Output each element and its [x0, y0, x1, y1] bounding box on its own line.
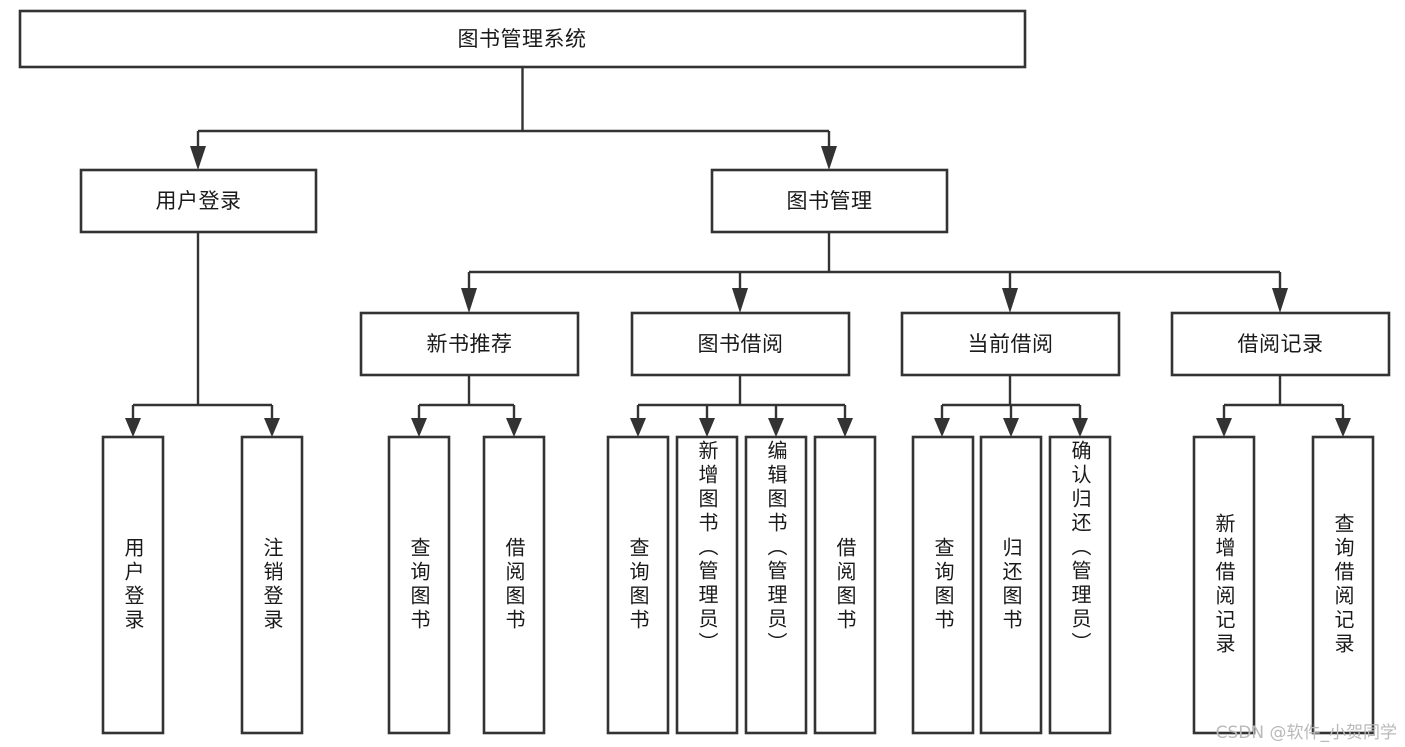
- node-leaf-add-record-text-holder: 新增借阅记录: [1212, 513, 1236, 657]
- arrow-head-to-records: [1272, 288, 1288, 313]
- node-login-box[interactable]: [79, 168, 318, 234]
- node-root-box[interactable]: [18, 9, 1027, 69]
- node-leaf-user-login-box[interactable]: [101, 435, 165, 735]
- node-leaf-return-book-box[interactable]: [979, 435, 1043, 735]
- arrow-head-to-newbook: [461, 288, 477, 313]
- arrow-head-to-bookmgmt: [821, 146, 837, 170]
- arrow-head-edit-book: [768, 418, 784, 437]
- node-leaf-edit-book-box[interactable]: [744, 435, 808, 735]
- node-leaf-edit-book[interactable]: 编辑图书（管理员）: [744, 435, 808, 735]
- node-root-label: 图书管理系统: [458, 27, 587, 51]
- node-leaf-user-logout-box[interactable]: [240, 435, 304, 735]
- arrow-head-query-book-3: [934, 418, 950, 437]
- arrow-head-add-book: [699, 418, 715, 437]
- arrow-head-borrow-book-1: [506, 418, 522, 437]
- node-leaf-confirm-return-text-holder: 确认归还（管理员）: [1068, 440, 1092, 656]
- node-records-label: 借阅记录: [1238, 332, 1324, 356]
- node-leaf-query-book-2-label: 查询图书: [626, 537, 650, 633]
- arrow-head-confirm-return: [1072, 418, 1088, 437]
- node-bookmgmt[interactable]: 图书管理: [710, 168, 949, 234]
- node-leaf-borrow-book-2-text-holder: 借阅图书: [833, 537, 857, 633]
- node-leaf-confirm-return-label: 确认归还（管理员）: [1068, 440, 1092, 656]
- node-leaf-query-book-3-label: 查询图书: [931, 537, 955, 633]
- node-leaf-query-record-label: 查询借阅记录: [1331, 513, 1355, 657]
- node-leaf-add-record[interactable]: 新增借阅记录: [1192, 435, 1256, 735]
- node-leaf-edit-book-text-holder: 编辑图书（管理员）: [764, 440, 788, 656]
- node-leaf-add-book-label: 新增图书（管理员）: [695, 440, 719, 656]
- arrow-head-return-book: [1003, 418, 1019, 437]
- arrow-head-to-login: [190, 146, 206, 170]
- arrow-head-to-current: [1002, 288, 1018, 313]
- node-root[interactable]: 图书管理系统: [18, 9, 1027, 69]
- node-leaf-return-book[interactable]: 归还图书: [979, 435, 1043, 735]
- node-borrow-box[interactable]: [630, 311, 851, 377]
- node-leaf-add-record-label: 新增借阅记录: [1212, 513, 1236, 657]
- node-login-label: 用户登录: [156, 189, 242, 213]
- arrow-head-borrow-book-2: [837, 418, 853, 437]
- node-leaf-query-book-1-text-holder: 查询图书: [407, 537, 431, 633]
- node-borrow[interactable]: 图书借阅: [630, 311, 851, 377]
- node-leaf-borrow-book-1-label: 借阅图书: [502, 537, 526, 633]
- node-leaf-add-book-box[interactable]: [675, 435, 739, 735]
- node-leaf-add-record-box[interactable]: [1192, 435, 1256, 735]
- arrow-head-query-record: [1335, 418, 1351, 437]
- node-leaf-confirm-return[interactable]: 确认归还（管理员）: [1048, 435, 1112, 735]
- node-leaf-borrow-book-2-label: 借阅图书: [833, 537, 857, 633]
- node-current-label: 当前借阅: [968, 332, 1054, 356]
- node-newbook[interactable]: 新书推荐: [359, 311, 580, 377]
- node-leaf-return-book-text-holder: 归还图书: [999, 537, 1023, 633]
- arrow-head-user-login: [125, 418, 141, 437]
- node-leaf-user-logout[interactable]: 注销登录: [240, 435, 304, 735]
- node-leaf-borrow-book-2[interactable]: 借阅图书: [813, 435, 877, 735]
- node-leaf-query-book-1-box[interactable]: [387, 435, 451, 735]
- node-bookmgmt-box[interactable]: [710, 168, 949, 234]
- node-leaf-query-book-1[interactable]: 查询图书: [387, 435, 451, 735]
- node-leaf-user-logout-text-holder: 注销登录: [260, 537, 284, 633]
- node-newbook-box[interactable]: [359, 311, 580, 377]
- node-leaf-return-book-label: 归还图书: [999, 537, 1023, 633]
- node-leaf-borrow-book-1[interactable]: 借阅图书: [482, 435, 546, 735]
- node-leaf-borrow-book-2-box[interactable]: [813, 435, 877, 735]
- node-current[interactable]: 当前借阅: [900, 311, 1121, 377]
- arrow-head-add-record: [1216, 418, 1232, 437]
- watermark-text: CSDN @软件_小贺同学: [1215, 723, 1397, 743]
- node-leaf-user-login-label: 用户登录: [121, 537, 145, 633]
- node-leaf-add-book-text-holder: 新增图书（管理员）: [695, 440, 719, 656]
- node-leaf-query-book-3-text-holder: 查询图书: [931, 537, 955, 633]
- connector-layer: [125, 67, 1351, 437]
- node-leaf-query-book-2-text-holder: 查询图书: [626, 537, 650, 633]
- node-leaf-query-record[interactable]: 查询借阅记录: [1311, 435, 1375, 735]
- node-leaf-user-login-text-holder: 用户登录: [121, 537, 145, 633]
- node-records[interactable]: 借阅记录: [1170, 311, 1391, 377]
- node-current-box[interactable]: [900, 311, 1121, 377]
- node-leaf-borrow-book-1-text-holder: 借阅图书: [502, 537, 526, 633]
- node-leaf-add-book[interactable]: 新增图书（管理员）: [675, 435, 739, 735]
- node-leaf-borrow-book-1-box[interactable]: [482, 435, 546, 735]
- node-leaf-edit-book-label: 编辑图书（管理员）: [764, 440, 788, 656]
- arrow-head-query-book-1: [411, 418, 427, 437]
- node-leaf-query-book-2[interactable]: 查询图书: [606, 435, 670, 735]
- node-leaf-user-logout-label: 注销登录: [260, 537, 284, 633]
- node-leaf-confirm-return-box[interactable]: [1048, 435, 1112, 735]
- node-leaf-query-book-2-box[interactable]: [606, 435, 670, 735]
- node-bookmgmt-label: 图书管理: [787, 189, 873, 213]
- node-leaf-query-book-3[interactable]: 查询图书: [911, 435, 975, 735]
- arrow-head-query-book-2: [630, 418, 646, 437]
- node-leaf-query-book-3-box[interactable]: [911, 435, 975, 735]
- node-leaf-query-record-text-holder: 查询借阅记录: [1331, 513, 1355, 657]
- node-leaf-query-record-box[interactable]: [1311, 435, 1375, 735]
- node-leaf-query-book-1-label: 查询图书: [407, 537, 431, 633]
- node-newbook-label: 新书推荐: [427, 332, 513, 356]
- arrow-head-user-logout: [264, 418, 280, 437]
- arrow-head-to-borrow: [732, 288, 748, 313]
- node-leaf-user-login[interactable]: 用户登录: [101, 435, 165, 735]
- node-borrow-label: 图书借阅: [698, 332, 784, 356]
- node-records-box[interactable]: [1170, 311, 1391, 377]
- node-login[interactable]: 用户登录: [79, 168, 318, 234]
